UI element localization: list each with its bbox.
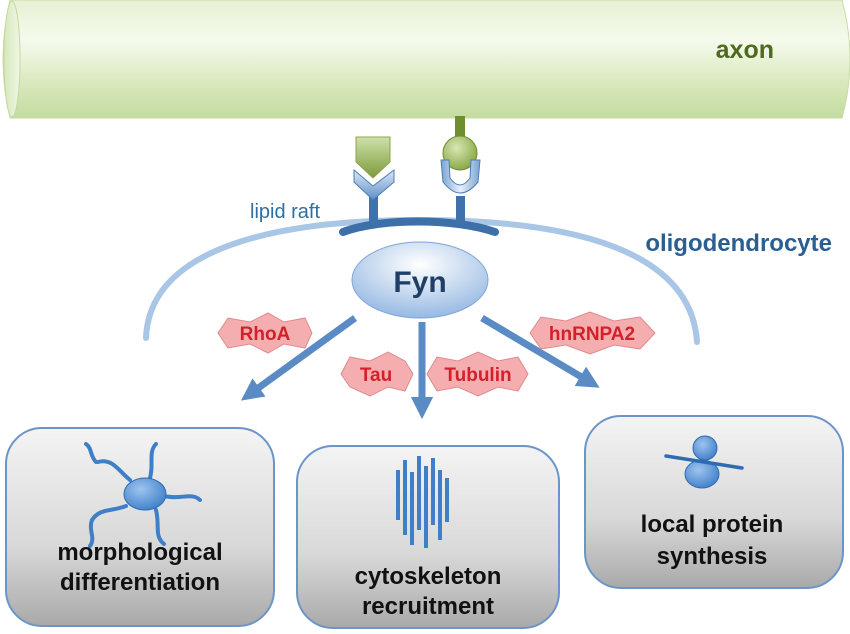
- receptor-right-stem: [456, 196, 465, 224]
- ligand-ball-stalk: [455, 116, 465, 138]
- receptor-right: [440, 159, 481, 224]
- substrate-tubulin: Tubulin: [426, 351, 529, 397]
- receptor-left: [353, 168, 395, 224]
- ribosome-icon: [664, 435, 744, 489]
- fyn-ellipse: [351, 241, 489, 319]
- arrow-left: [240, 315, 358, 401]
- substrate-tubulin-label: Tubulin: [444, 365, 511, 386]
- lipid-raft-label: lipid raft: [250, 201, 320, 223]
- substrate-tubulin-shape: [426, 351, 529, 397]
- receptor-left-chevron: [353, 168, 395, 201]
- substrate-rhoa-shape: [217, 312, 313, 354]
- mrna-strand-icon: [664, 454, 744, 470]
- oligodendrocyte-cell-body-icon: [123, 477, 167, 511]
- ligand-arrow-shape: [355, 136, 391, 179]
- arrow-right: [480, 314, 600, 388]
- substrate-tau: Tau: [340, 351, 414, 397]
- oligodendrocyte-label: oligodendrocyte: [645, 230, 832, 257]
- microtubule-bundle-icon: [396, 456, 449, 548]
- oligodendrocyte-cell-icon: [84, 442, 202, 548]
- axon-tube: [2, 0, 850, 119]
- fyn-label: Fyn: [393, 266, 446, 299]
- outcome-morphological-line1: morphological: [57, 539, 222, 566]
- lipid-raft: [339, 217, 499, 236]
- ligand-ball-head: [442, 135, 478, 171]
- fyn-kinase: Fyn: [351, 241, 489, 319]
- ligand-ball: [442, 116, 478, 171]
- outcome-morphological: morphological differentiation: [5, 427, 275, 627]
- outcome-protein-synthesis-box: [584, 415, 844, 589]
- ribosome-small-subunit-icon: [692, 435, 718, 461]
- outcome-cytoskeleton-line1: cytoskeleton: [355, 563, 502, 590]
- receptor-right-cup: [440, 159, 481, 194]
- outcome-cytoskeleton: cytoskeleton recruitment: [296, 445, 560, 629]
- outcome-cytoskeleton-line2: recruitment: [362, 593, 494, 620]
- outcome-protein-synthesis: local protein synthesis: [584, 415, 844, 589]
- signal-arrows: [240, 314, 600, 420]
- outcome-morphological-line2: differentiation: [60, 569, 220, 596]
- axon-label: axon: [716, 36, 774, 64]
- substrate-hnrnpa2: hnRNPA2: [529, 311, 656, 355]
- substrate-tau-shape: [340, 351, 414, 397]
- substrate-tau-label: Tau: [360, 365, 392, 386]
- receptor-left-stem: [369, 194, 378, 224]
- substrate-rhoa: RhoA: [217, 312, 313, 354]
- axon: axon: [2, 0, 850, 119]
- axon-left-cap: [3, 0, 21, 118]
- substrate-hnrnpa2-shape: [529, 311, 656, 355]
- outcome-protein-line1: local protein: [641, 511, 784, 538]
- substrate-rhoa-label: RhoA: [240, 324, 291, 345]
- outcome-morphological-box: [5, 427, 275, 627]
- ligand-arrow: [355, 136, 391, 179]
- outcome-protein-line2: synthesis: [657, 543, 768, 570]
- substrate-hnrnpa2-label: hnRNPA2: [549, 324, 635, 345]
